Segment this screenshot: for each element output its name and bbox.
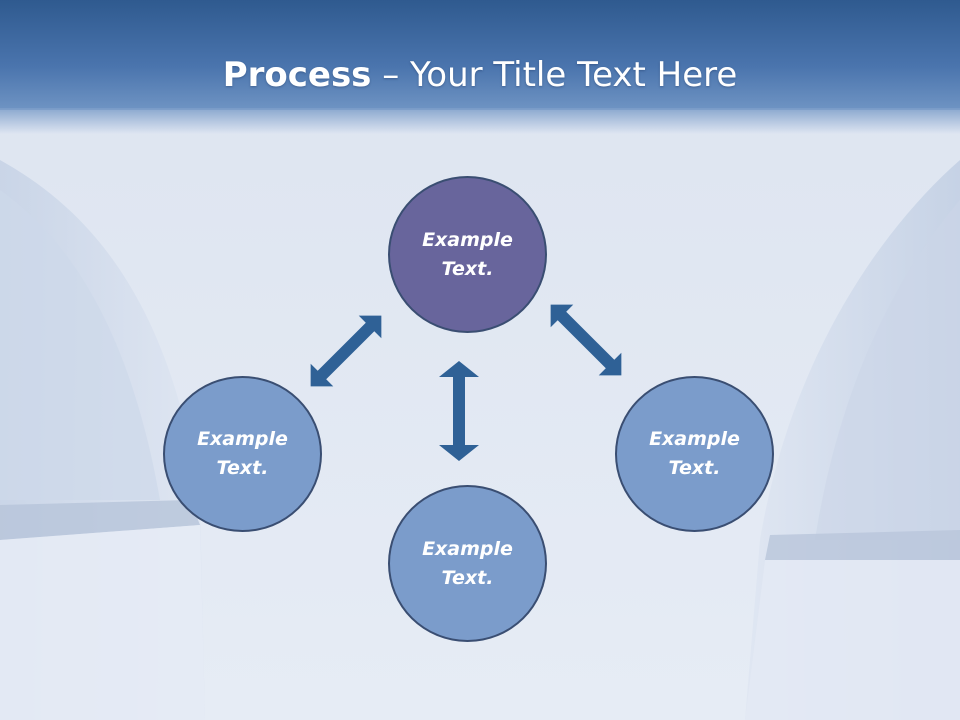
- node-bottom-line1: Example: [422, 537, 513, 560]
- node-left-line1: Example: [197, 428, 288, 450]
- title-bold: Process: [222, 55, 372, 95]
- slide-title: Process – Your Title Text Here: [0, 52, 960, 98]
- arrow-top-right: [550, 304, 622, 376]
- node-left: Example Text.: [163, 376, 322, 532]
- arrow-vertical: [439, 361, 479, 461]
- node-top-line2: Text.: [441, 257, 494, 280]
- node-top: Example Text.: [388, 176, 547, 333]
- node-right: Example Text.: [615, 376, 774, 532]
- node-right-line1: Example: [649, 428, 740, 450]
- node-bottom-line2: Text.: [441, 566, 494, 589]
- node-bottom: Example Text.: [388, 485, 547, 642]
- node-left-line2: Text.: [216, 457, 269, 479]
- title-rest: – Your Title Text Here: [371, 55, 738, 95]
- node-top-line1: Example: [422, 228, 513, 251]
- node-right-line2: Text.: [668, 457, 721, 479]
- arrow-top-left: [310, 315, 382, 387]
